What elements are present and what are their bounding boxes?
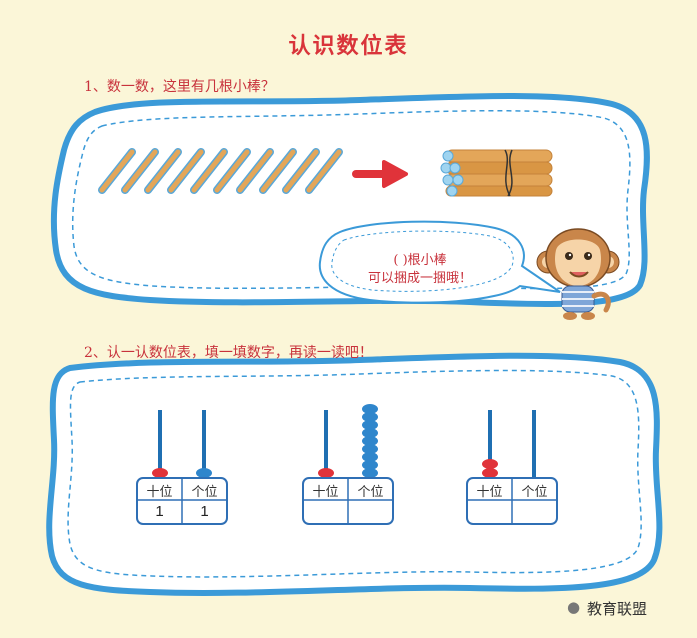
ones-bead [362,428,378,438]
tens-header: 十位 [146,484,173,499]
stick-core [122,149,158,193]
wechat-icon: ● [567,598,581,616]
frame-2-outer [46,352,663,596]
speech-bubble [318,220,561,304]
bubble-line-1: ( )根小棒 [393,253,447,268]
arrow-right-icon [352,160,408,188]
stick-core [306,149,342,193]
tens-value: 1 [155,503,164,520]
watermark-text: 教育联盟 [587,600,648,618]
ones-bead [362,436,378,446]
tens-header: 十位 [476,484,503,499]
stick-core [283,149,319,193]
ones-header: 个位 [357,484,384,499]
ones-bead [362,468,378,478]
monkey-mascot-icon [536,228,620,320]
ones-header: 个位 [191,484,218,499]
stick-core [145,149,181,193]
sticks-group [98,148,343,194]
abacus-layer [136,404,558,525]
ones-bead [362,412,378,422]
tens-bead [318,468,334,478]
stick-core [214,149,250,193]
stick-bundle-icon [440,149,553,197]
frame-2-dashed [67,369,642,578]
ones-bead [362,404,378,414]
bubble-line-2: 可以捆成一捆哦！ [367,271,472,286]
stick-core [99,149,135,193]
tens-bead [152,468,168,478]
frame-1-dashed [71,109,631,290]
stick-core [237,149,273,193]
stick-core [168,149,204,193]
question-2: 2、认一认数位表，填一填数字，再读一读吧！ [84,345,373,361]
tens-header: 十位 [312,484,339,499]
page-title: 认识数位表 [288,33,409,59]
ones-header: 个位 [521,484,548,499]
tens-bead [482,459,498,469]
ones-bead [362,452,378,462]
ones-bead [362,444,378,454]
ones-value: 1 [200,503,209,520]
ones-bead [196,468,212,478]
tens-bead [482,468,498,478]
question-1: 1、数一数，这里有几根小棒？ [84,79,275,95]
watermark: ● 教育联盟 [565,596,695,620]
ones-bead [362,460,378,470]
ones-bead [362,420,378,430]
stick-core [260,149,296,193]
stick-core [191,149,227,193]
